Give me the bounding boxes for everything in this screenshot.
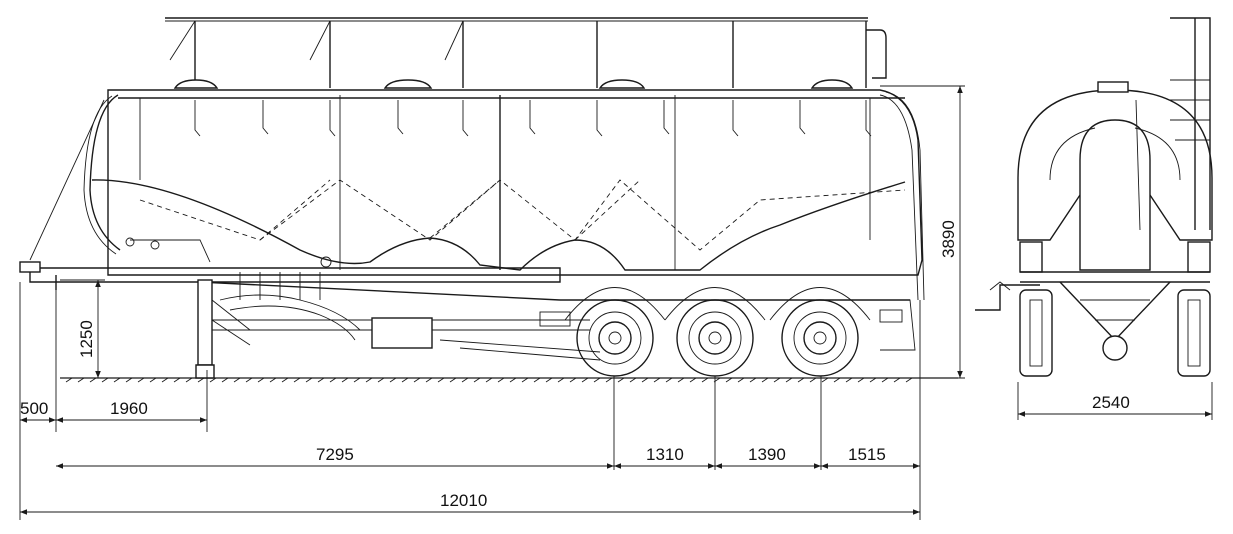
dim-kingpin-to-leg: 1960 — [110, 399, 148, 418]
side-view — [19, 17, 958, 383]
rear-view-chassis — [975, 241, 1211, 361]
manhole-hatches — [173, 79, 854, 89]
rear-view — [975, 17, 1213, 377]
dim-total-height: 3890 — [939, 220, 958, 258]
dim-rear-overhang: 1515 — [848, 445, 886, 464]
wheels — [564, 287, 871, 377]
dim-fifth-wheel-height: 1250 — [77, 320, 96, 358]
top-handrail — [165, 17, 887, 88]
dimension-lines: 500 1960 1250 3890 7295 1310 1390 1515 1… — [19, 85, 1213, 520]
kingpin — [19, 261, 57, 290]
dim-total-width: 2540 — [1092, 393, 1130, 412]
dim-kingpin-to-axle1: 7295 — [316, 445, 354, 464]
ground-hatch — [65, 377, 913, 383]
landing-leg — [195, 279, 251, 379]
tank-body — [91, 89, 923, 276]
wheel-axle-3 — [769, 287, 871, 377]
rear-view-tank — [1017, 81, 1213, 271]
chassis-frame — [29, 267, 916, 361]
wheel-axle-1 — [564, 287, 666, 377]
front-piping — [29, 94, 332, 268]
rear-view-ladder — [1170, 17, 1211, 230]
dim-front-overhang: 500 — [20, 399, 48, 418]
dim-total-length: 12010 — [440, 491, 487, 510]
dim-axle2-to-axle3: 1390 — [748, 445, 786, 464]
rear-view-wheels — [1019, 289, 1211, 377]
dim-axle1-to-axle2: 1310 — [646, 445, 684, 464]
rear-ladder — [879, 91, 925, 301]
wheel-axle-2 — [664, 287, 766, 377]
